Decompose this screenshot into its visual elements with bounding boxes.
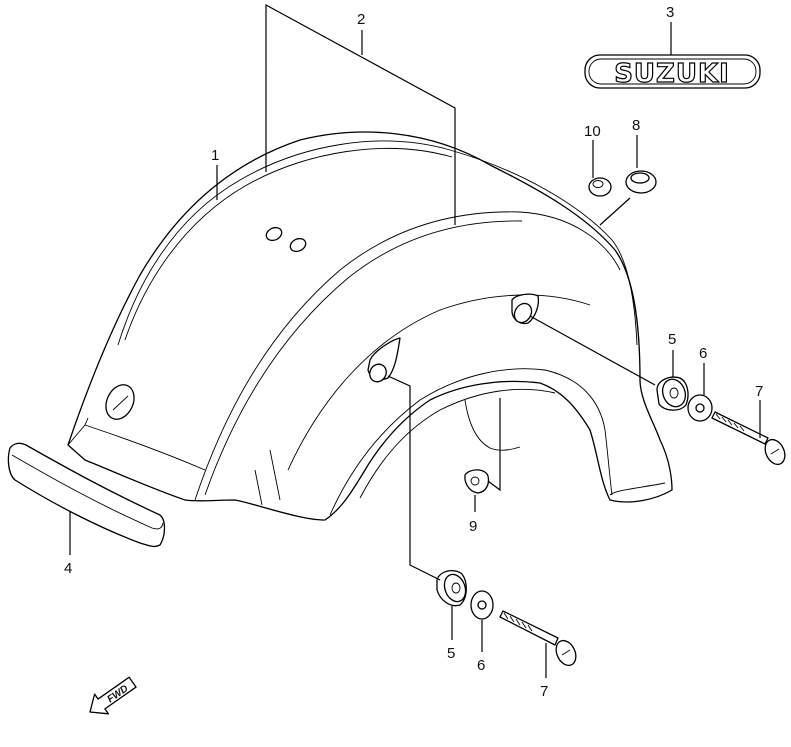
grommet-10 <box>588 177 612 197</box>
fender-front-strip <box>7 442 166 548</box>
callout-1: 1 <box>211 147 219 164</box>
callout-7-upper: 7 <box>755 383 763 400</box>
callout-3: 3 <box>666 4 674 21</box>
callout-9: 9 <box>469 518 477 535</box>
washer-6-lower <box>470 590 494 620</box>
leader-lines <box>69 3 761 678</box>
bolt-7-upper <box>711 411 786 466</box>
suzuki-emblem: SUZUKI <box>584 54 761 90</box>
callout-5-upper: 5 <box>668 331 676 348</box>
rear-fender <box>67 131 673 521</box>
washer-6-upper <box>687 394 713 422</box>
grommet-8 <box>625 170 657 194</box>
callout-4: 4 <box>64 560 72 577</box>
callout-6-lower: 6 <box>477 657 485 674</box>
cushion-5-lower <box>436 569 467 607</box>
cushion-5-upper <box>656 376 689 411</box>
callout-10: 10 <box>584 123 601 140</box>
emblem-text: SUZUKI <box>614 59 730 89</box>
callout-7-lower: 7 <box>540 683 548 700</box>
nut-9 <box>464 469 490 494</box>
callout-5-lower: 5 <box>447 645 455 662</box>
callout-2: 2 <box>357 11 365 28</box>
callout-8: 8 <box>632 117 640 134</box>
bolt-7-lower <box>499 610 577 667</box>
callout-6-upper: 6 <box>699 345 707 362</box>
fwd-arrow-icon: FWD <box>89 676 137 715</box>
